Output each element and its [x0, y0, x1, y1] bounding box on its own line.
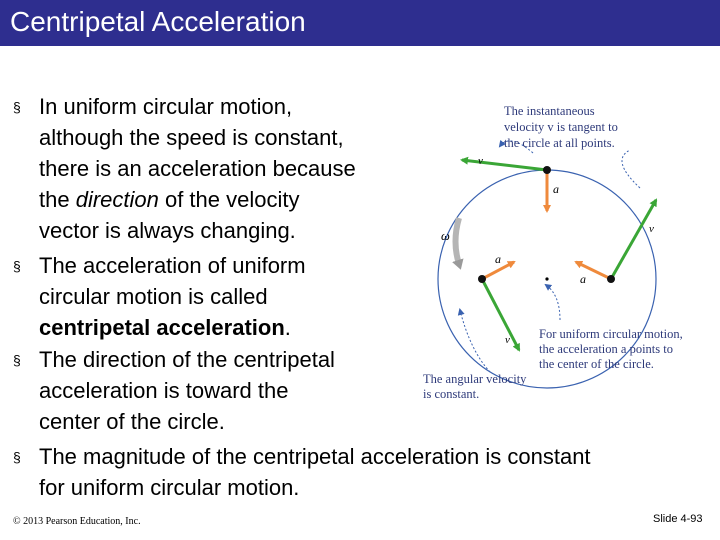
bullet-text-italic: direction: [75, 187, 159, 212]
bullet-text: .: [284, 315, 291, 340]
velocity-label-left: v: [505, 334, 510, 346]
angular-callout-pointer: [457, 308, 491, 373]
acceleration-caption-line: For uniform circular motion,: [539, 327, 683, 341]
acceleration-label-right: a: [580, 272, 586, 286]
bullet-line: circular motion is called: [39, 284, 268, 310]
bullet-line: The direction of the centripetal: [39, 347, 335, 373]
omega-symbol: ω: [441, 229, 450, 243]
bullet-line: The acceleration of uniform: [39, 253, 306, 279]
bullet-text: The acceleration of uniform: [39, 253, 306, 278]
velocity-caption-line: velocity v is tangent to: [504, 120, 618, 134]
angular-velocity-arrow: [452, 217, 464, 270]
bullet-line: there is an acceleration because: [39, 156, 356, 182]
velocity-label-top: v: [478, 155, 483, 167]
bullet-line: In uniform circular motion,: [39, 94, 292, 120]
bullet-marker: §: [13, 99, 21, 115]
bullet-line: vector is always changing.: [39, 218, 296, 244]
bullet-text: vector is always changing.: [39, 218, 296, 243]
bullet-line: for uniform circular motion.: [39, 475, 299, 501]
bullet-marker: §: [13, 449, 21, 465]
bullet-text: The direction of the centripetal: [39, 347, 335, 372]
bullet-text: although the speed is constant,: [39, 125, 344, 150]
acceleration-arrow-right: [574, 260, 612, 281]
bullet-line: acceleration is toward the: [39, 378, 288, 404]
bullet-text: center of the circle.: [39, 409, 225, 434]
slide-number: Slide 4-93: [653, 513, 703, 525]
acceleration-caption: For uniform circular motion, the acceler…: [539, 327, 683, 371]
bullet-line: the direction of the velocity: [39, 187, 300, 213]
title-bar: Centripetal Acceleration: [0, 0, 720, 46]
velocity-caption-line: the circle at all points.: [504, 136, 615, 150]
angular-velocity-caption: The angular velocity is constant.: [423, 372, 527, 401]
velocity-arrow-top: [460, 156, 548, 172]
velocity-caption: The instantaneous velocity v is tangent …: [504, 104, 618, 150]
bullet-line: center of the circle.: [39, 409, 225, 435]
particle-top: [543, 166, 551, 174]
bullet-text: for uniform circular motion.: [39, 475, 300, 500]
acceleration-caption-line: the acceleration a points to: [539, 342, 673, 356]
velocity-arrow-left: [480, 278, 521, 352]
velocity-caption-line: The instantaneous: [504, 104, 595, 118]
copyright-footer: © 2013 Pearson Education, Inc.: [13, 516, 141, 527]
particle-left: [478, 275, 486, 283]
acceleration-callout-pointer: [544, 283, 561, 321]
bullet-text: there is an acceleration because: [39, 156, 356, 181]
acceleration-caption-line: the center of the circle.: [539, 357, 654, 371]
slide-title: Centripetal Acceleration: [10, 6, 306, 37]
angular-caption-line: is constant.: [423, 387, 479, 401]
bullet-marker: §: [13, 352, 21, 368]
center-point: [545, 277, 549, 281]
bullet-text: acceleration is toward the: [39, 378, 289, 403]
bullet-text: the: [39, 187, 76, 212]
acceleration-label-left: a: [495, 252, 501, 266]
velocity-callout-pointer: [498, 139, 534, 154]
bullet-text: In uniform circular motion,: [39, 94, 293, 119]
velocity-callout-pointer-2: [621, 149, 641, 189]
bullet-text: circular motion is called: [39, 284, 268, 309]
angular-caption-line: The angular velocity: [423, 372, 527, 386]
bullet-marker: §: [13, 258, 21, 274]
bullet-text: of the velocity: [158, 187, 300, 212]
acceleration-label-top: a: [553, 182, 559, 196]
particle-right: [607, 275, 615, 283]
velocity-label-right: v: [649, 223, 654, 235]
bullet-line: although the speed is constant,: [39, 125, 344, 151]
bullet-text: The magnitude of the centripetal acceler…: [39, 444, 591, 469]
bullet-line: centripetal acceleration.: [39, 315, 291, 341]
velocity-arrow-right: [609, 198, 658, 280]
acceleration-arrow-left: [481, 260, 516, 281]
bullet-line: The magnitude of the centripetal acceler…: [39, 444, 591, 470]
bullet-text-bold: centripetal acceleration: [39, 315, 285, 340]
